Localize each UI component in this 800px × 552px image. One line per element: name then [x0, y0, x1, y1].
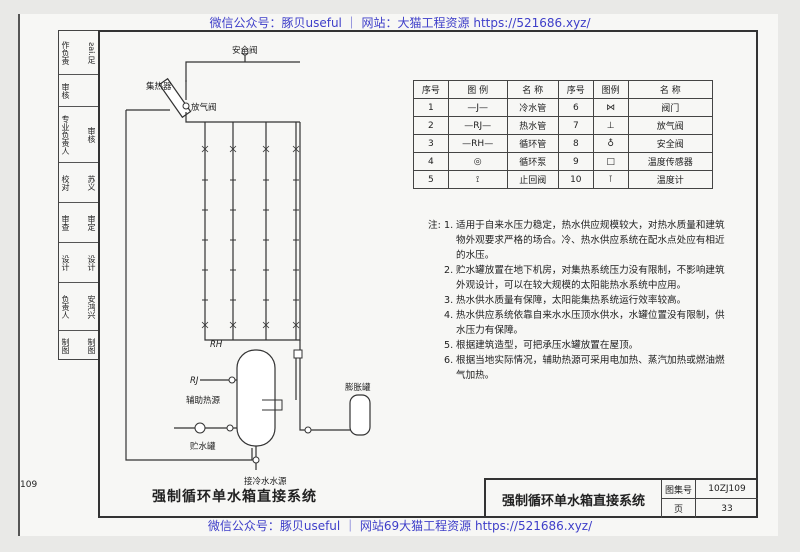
label-vent-valve: 放气阀: [191, 103, 217, 113]
temperature-sensor-icon: [293, 349, 303, 359]
vent-valve-icon: [182, 102, 190, 110]
title-block-grid: 图集号 10ZJ109 页 33: [662, 480, 758, 518]
atlas-value: 10ZJ109: [696, 480, 758, 499]
sidebar-page-code: 109: [20, 480, 38, 490]
heat-exchanger-coil: [262, 399, 283, 411]
safety-valve-icon: [241, 48, 249, 56]
label-rj: RJ: [190, 376, 199, 386]
valve-icon: [252, 456, 260, 464]
sidebar-cell: 负责人安鸿兴: [59, 283, 98, 331]
legend-row: 3—RH—循环管 8♁安全阀: [413, 134, 714, 153]
legend-row: 2—RJ—热水管 7⊥放气阀: [413, 116, 714, 135]
watermark-bottom: 微信公众号：豚贝useful ｜ 网站69大猫工程资源 https://5216…: [207, 519, 593, 533]
notes-block: 注:1.适用于自来水压力稳定，热水供应规模较大，对热水质量和建筑物外观要求严格的…: [428, 218, 728, 383]
label-cold-water: 接冷水水源: [244, 477, 287, 487]
sidebar-cell: 专业负责人审核: [59, 107, 98, 163]
circulation-pump-icon: [194, 422, 206, 434]
sidebar-cell: 校对苏义: [59, 163, 98, 203]
title-block: 强制循环单水箱直接系统 图集号 10ZJ109 页 33: [484, 478, 758, 518]
note-item: 注:1.适用于自来水压力稳定，热水供应规模较大，对热水质量和建筑物外观要求严格的…: [428, 220, 725, 261]
page-label: 页: [662, 499, 696, 518]
pipe-to-safety-valve: [185, 61, 300, 82]
sidebar-cell: 制图制图: [61, 338, 96, 354]
atlas-label: 图集号: [662, 480, 696, 499]
legend-row: 5⟟止回阀 10⊺温度计: [413, 170, 714, 189]
note-item: 4.热水供应系统依靠自来水水压顶水供水，水罐位置没有限制，供水压力有保障。: [444, 310, 725, 336]
sidebar-cell: 审查审定: [59, 203, 98, 243]
label-aux-heat: 辅助热源: [186, 396, 221, 406]
watermark-top: 微信公众号：豚贝useful ｜ 网站：大猫工程资源 https://52168…: [209, 16, 591, 30]
label-safety-valve: 安全阀: [232, 46, 258, 56]
legend-table: 序号 图 例 名 称 序号 图例 名 称 1—J—冷水管 6⋈阀门 2—RJ—热…: [413, 80, 714, 189]
legend-header-row: 序号 图 例 名 称 序号 图例 名 称: [413, 80, 714, 99]
label-tank: 贮水罐: [190, 442, 216, 452]
check-valve-icon: [226, 424, 234, 432]
expansion-tank: [349, 394, 371, 436]
diagram-title: 强制循环单水箱直接系统: [152, 489, 317, 505]
return-pipe: [125, 110, 253, 461]
legend-row: 4◎循环泵 9□温度传感器: [413, 152, 714, 171]
drawing-frame: [98, 30, 758, 518]
title-block-title: 强制循环单水箱直接系统: [486, 480, 662, 518]
note-item: 2.贮水罐放置在地下机房，对集热系统压力没有限制，不影响建筑外观设计，可以在较大…: [444, 265, 725, 291]
storage-tank: [236, 349, 276, 447]
notes-label: 注:: [428, 220, 441, 231]
valve-icon: [228, 376, 236, 384]
valve-icon: [304, 426, 312, 434]
sidebar-cell: 设计设计: [59, 243, 98, 283]
label-expansion-tank: 膨胀罐: [345, 383, 371, 393]
note-item: 5.根据建筑造型，可把承压水罐放置在屋顶。: [444, 340, 639, 351]
legend-row: 1—J—冷水管 6⋈阀门: [413, 98, 714, 117]
sidebar-cell: 审核: [59, 75, 98, 107]
label-rh: RH: [210, 340, 223, 350]
branch-outlet-ticks: [202, 179, 299, 301]
page-value: 33: [721, 503, 733, 514]
label-collector: 集热器: [146, 82, 172, 92]
branch-valve-marks: [201, 145, 300, 329]
note-item: 6.根据当地实际情况，辅助热源可采用电加热、蒸汽加热或燃油燃气加热。: [444, 355, 725, 381]
note-item: 3.热水供水质量有保障，太阳能集热系统运行效率较高。: [444, 295, 687, 306]
